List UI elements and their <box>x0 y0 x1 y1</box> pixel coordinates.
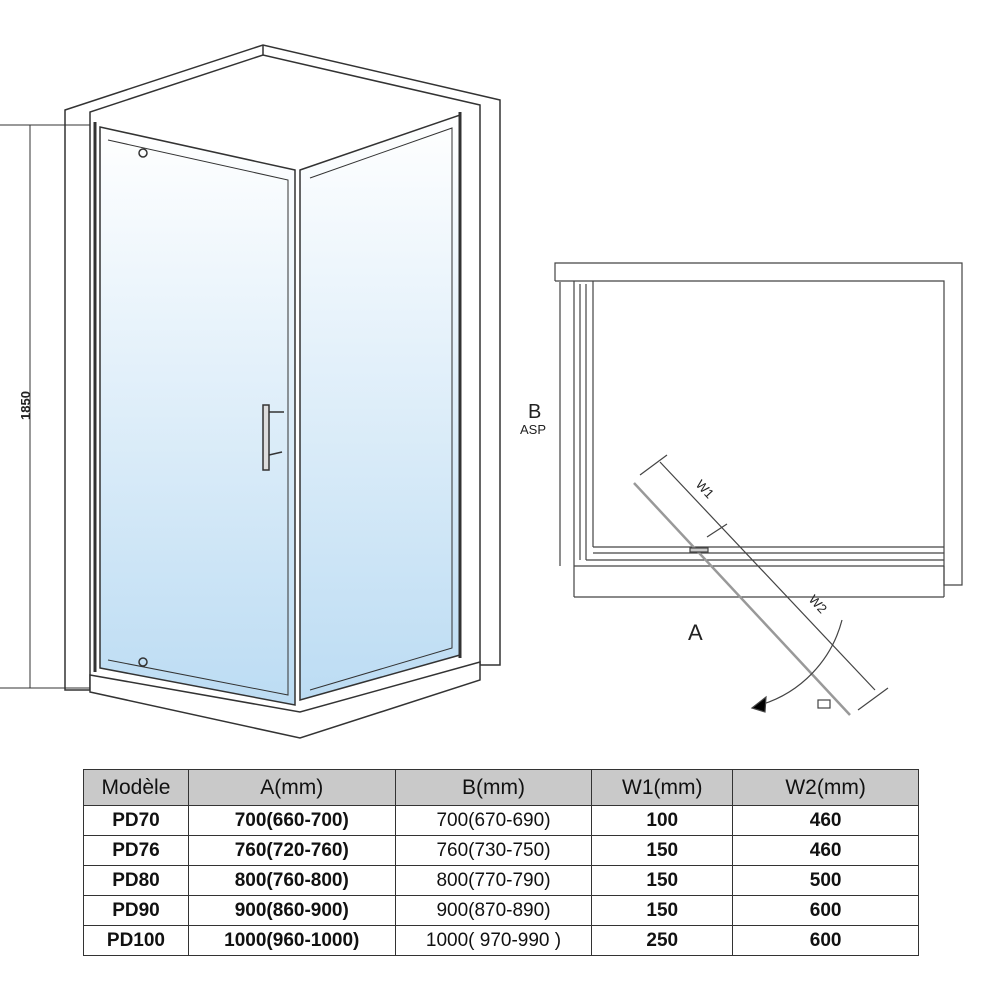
cell-w2: 600 <box>732 895 919 926</box>
header-a: A(mm) <box>187 769 396 806</box>
cell-b: 900(870-890) <box>394 895 593 926</box>
cell-b: 1000( 970-990 ) <box>394 925 593 956</box>
cell-model: PD90 <box>83 895 189 926</box>
w1-label: W1 <box>693 477 717 501</box>
header-w1: W1(mm) <box>591 769 734 806</box>
table-row: PD70 700(660-700) 700(670-690) 100 460 <box>83 805 919 836</box>
cell-w2: 460 <box>732 835 919 866</box>
dimensions-table: Modèle A(mm) B(mm) W1(mm) W2(mm) PD70 70… <box>83 769 919 956</box>
plan-view <box>554 262 963 716</box>
depth-label: B <box>528 401 541 423</box>
cell-w2: 600 <box>732 925 919 956</box>
table-row: PD76 760(720-760) 760(730-750) 150 460 <box>83 835 919 866</box>
back-wall <box>64 44 501 691</box>
table-row: PD100 1000(960-1000) 1000( 970-990 ) 250… <box>83 925 919 956</box>
cell-w2: 460 <box>732 805 919 836</box>
side-panel-glass <box>299 113 461 701</box>
shower-diagram: 1850 B ASP A W1 W2 <box>0 44 963 739</box>
height-label: 1850 <box>18 391 33 420</box>
cell-b: 800(770-790) <box>394 865 593 896</box>
depth-sublabel: ASP <box>520 422 546 437</box>
cell-model: PD100 <box>83 925 189 956</box>
perspective-view <box>0 44 501 739</box>
width-label: A <box>688 620 703 645</box>
cell-a: 900(860-900) <box>187 895 396 926</box>
cell-w2: 500 <box>732 865 919 896</box>
door-handle-icon <box>262 404 284 471</box>
cell-a: 800(760-800) <box>187 865 396 896</box>
header-w2: W2(mm) <box>732 769 919 806</box>
table-row: PD80 800(760-800) 800(770-790) 150 500 <box>83 865 919 896</box>
cell-model: PD76 <box>83 835 189 866</box>
cell-a: 700(660-700) <box>187 805 396 836</box>
cell-model: PD70 <box>83 805 189 836</box>
header-b: B(mm) <box>394 769 593 806</box>
cell-w1: 150 <box>591 895 734 926</box>
cell-w1: 150 <box>591 835 734 866</box>
cell-b: 760(730-750) <box>394 835 593 866</box>
shower-tray <box>89 661 481 739</box>
table-row: PD90 900(860-900) 900(870-890) 150 600 <box>83 895 919 926</box>
header-model: Modèle <box>83 769 189 806</box>
cell-w1: 100 <box>591 805 734 836</box>
cell-w1: 150 <box>591 865 734 896</box>
cell-a: 760(720-760) <box>187 835 396 866</box>
cell-a: 1000(960-1000) <box>187 925 396 956</box>
w2-label: W2 <box>806 592 830 616</box>
door-glass <box>99 126 296 706</box>
table-header-row: Modèle A(mm) B(mm) W1(mm) W2(mm) <box>83 769 919 806</box>
cell-b: 700(670-690) <box>394 805 593 836</box>
cell-model: PD80 <box>83 865 189 896</box>
cell-w1: 250 <box>591 925 734 956</box>
